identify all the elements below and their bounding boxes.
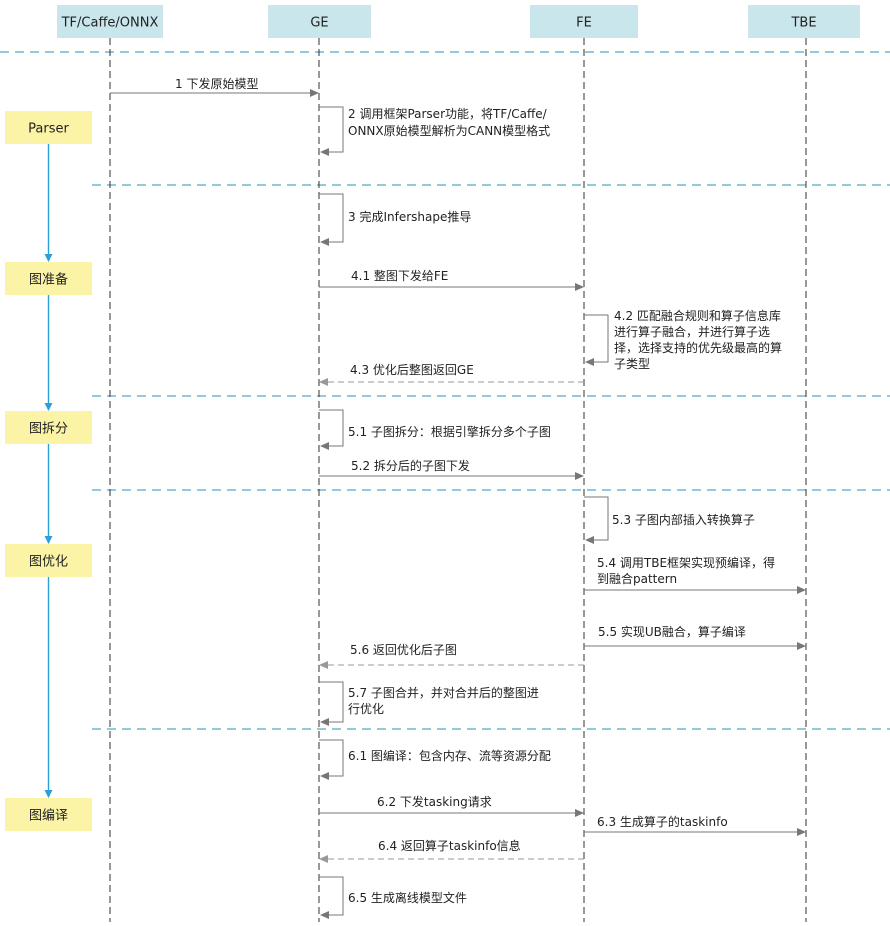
message-label: 子类型 xyxy=(614,357,650,371)
message-label: 4.3 优化后整图返回GE xyxy=(350,362,474,377)
phase-separators xyxy=(0,51,890,730)
message-3: 3 完成Infershape推导 xyxy=(319,193,471,246)
message-label: 5.4 调用TBE框架实现预编译，得 xyxy=(597,555,775,570)
message-label: 进行算子融合，并进行算子选 xyxy=(614,324,770,339)
participant-label: TF/Caffe/ONNX xyxy=(61,16,159,31)
participant-tf: TF/Caffe/ONNX xyxy=(57,5,163,38)
self-call-arrow xyxy=(319,681,344,726)
message-label: 择，选择支持的优先级最高的算 xyxy=(614,340,782,355)
self-call-arrow xyxy=(319,106,344,156)
messages: 1 下发原始模型 2 调用框架Parser功能，将TF/Caffe/ONNX原始模… xyxy=(110,76,806,919)
participant-label: TBE xyxy=(790,16,816,31)
lifelines xyxy=(109,38,807,922)
participant-fe: FE xyxy=(530,5,638,38)
stage-label: Parser xyxy=(28,122,69,137)
self-call-arrow xyxy=(319,193,344,246)
message-18: 6.5 生成离线模型文件 xyxy=(319,876,467,919)
stage-3: 图拆分 xyxy=(5,411,92,444)
participant-box xyxy=(530,5,638,38)
message-label: 5.6 返回优化后子图 xyxy=(350,643,457,657)
message-label: 5.3 子图内部插入转换算子 xyxy=(612,512,755,527)
self-call-arrow xyxy=(584,496,609,544)
stage-label: 图编译 xyxy=(29,809,68,824)
message-label: 2 调用框架Parser功能，将TF/Caffe/ xyxy=(348,107,548,121)
message-7: 5.1 子图拆分：根据引擎拆分多个子图 xyxy=(319,409,551,450)
message-label: 5.1 子图拆分：根据引擎拆分多个子图 xyxy=(348,424,551,439)
message-label: 1 下发原始模型 xyxy=(175,76,258,91)
participant-box xyxy=(748,5,860,38)
message-6: 4.3 优化后整图返回GE xyxy=(319,362,584,386)
self-call-arrow xyxy=(584,314,609,366)
stage-label: 图优化 xyxy=(29,555,68,570)
message-4: 4.1 整图下发给FE xyxy=(319,268,584,291)
message-8: 5.2 拆分后的子图下发 xyxy=(319,458,584,480)
participant-tbe: TBE xyxy=(748,5,860,38)
stage-box xyxy=(5,544,92,577)
stage-5: 图编译 xyxy=(5,798,92,831)
participant-label: FE xyxy=(576,16,592,31)
stage-box xyxy=(5,262,92,295)
message-17: 6.4 返回算子taskinfo信息 xyxy=(319,838,584,863)
message-label: 5.2 拆分后的子图下发 xyxy=(351,458,470,473)
stage-2: 图准备 xyxy=(5,262,92,295)
participant-label: GE xyxy=(310,16,328,31)
message-11: 5.5 实现UB融合，算子编译 xyxy=(584,624,806,650)
message-2: 2 调用框架Parser功能，将TF/Caffe/ONNX原始模型解析为CANN… xyxy=(319,106,550,156)
message-label: 行优化 xyxy=(348,702,384,716)
stage-label: 图准备 xyxy=(29,272,68,288)
message-label: 6.5 生成离线模型文件 xyxy=(348,890,467,905)
self-call-arrow xyxy=(319,876,344,919)
stage-box xyxy=(5,411,92,444)
message-1: 1 下发原始模型 xyxy=(110,76,319,97)
message-5: 4.2 匹配融合规则和算子信息库进行算子融合，并进行算子选择，选择支持的优先级最… xyxy=(584,308,782,371)
participant-box xyxy=(268,5,371,38)
message-14: 6.1 图编译：包含内存、流等资源分配 xyxy=(319,739,551,780)
participant-headers: TF/Caffe/ONNX GE FE TBE xyxy=(57,5,860,38)
message-16: 6.3 生成算子的taskinfo xyxy=(584,814,806,836)
stage-1: Parser xyxy=(5,111,92,144)
stage-4: 图优化 xyxy=(5,544,92,577)
stage-label: 图拆分 xyxy=(29,422,68,437)
message-15: 6.2 下发tasking请求 xyxy=(319,794,584,817)
message-label: 6.2 下发tasking请求 xyxy=(377,794,492,809)
message-label: 5.5 实现UB融合，算子编译 xyxy=(598,624,746,639)
message-9: 5.3 子图内部插入转换算子 xyxy=(584,496,755,544)
message-label: 4.2 匹配融合规则和算子信息库 xyxy=(614,308,781,323)
message-label: 到融合pattern xyxy=(597,571,677,586)
message-label: 6.3 生成算子的taskinfo xyxy=(597,814,728,829)
self-call-arrow xyxy=(319,739,344,780)
message-label: ONNX原始模型解析为CANN模型格式 xyxy=(348,123,550,138)
self-call-arrow xyxy=(319,409,344,450)
message-12: 5.6 返回优化后子图 xyxy=(319,643,584,669)
message-label: 6.4 返回算子taskinfo信息 xyxy=(378,838,521,853)
message-label: 5.7 子图合并，并对合并后的整图进 xyxy=(348,685,539,700)
message-label: 3 完成Infershape推导 xyxy=(348,209,471,224)
message-label: 6.1 图编译：包含内存、流等资源分配 xyxy=(348,748,551,763)
stage-box xyxy=(5,111,92,144)
participant-ge: GE xyxy=(268,5,371,38)
participant-box xyxy=(57,5,163,38)
message-label: 4.1 整图下发给FE xyxy=(351,268,448,283)
stage-box xyxy=(5,798,92,831)
